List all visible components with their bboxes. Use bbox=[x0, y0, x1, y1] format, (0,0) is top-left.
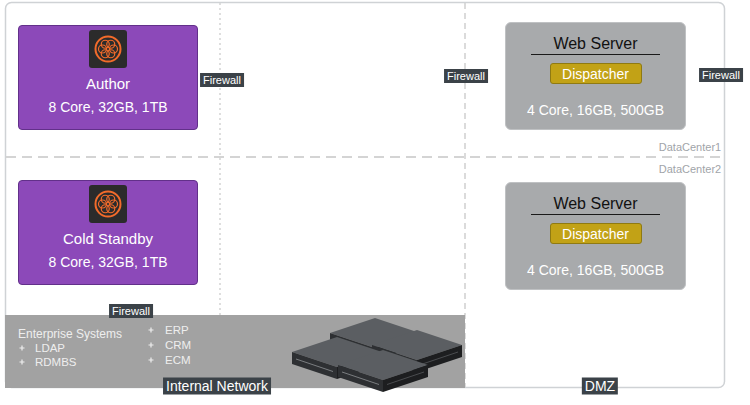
zone-tag: Firewall bbox=[109, 304, 153, 318]
web-server-box: Web Server 4 Core, 16GB, 500GB Dispatcher bbox=[505, 182, 686, 290]
datacenter-divider bbox=[6, 156, 724, 158]
zone-divider bbox=[219, 3, 221, 315]
aem-icon bbox=[89, 185, 127, 223]
aem-instance-box: Cold Standby 8 Core, 32GB, 1TB bbox=[18, 180, 198, 285]
system-text: ECM bbox=[165, 353, 191, 369]
list-bullet bbox=[149, 328, 154, 333]
web-server-box: Web Server 4 Core, 16GB, 500GB Dispatcher bbox=[505, 22, 686, 130]
instance-text: 8 Core, 32GB, 1TB bbox=[48, 98, 167, 116]
icon-tile bbox=[89, 30, 127, 68]
system-text: Enterprise Systems bbox=[18, 326, 122, 342]
list-bullet bbox=[149, 343, 154, 348]
icon-tile bbox=[89, 185, 127, 223]
list-bullet bbox=[149, 358, 154, 363]
zone-tag: Internal Network bbox=[163, 378, 271, 395]
aem-instance-box: Author 8 Core, 32GB, 1TB bbox=[18, 25, 198, 130]
dispatcher-box: Dispatcher bbox=[550, 63, 642, 84]
instance-text: Author bbox=[86, 74, 130, 93]
system-text: LDAP bbox=[35, 341, 65, 357]
outer-frame bbox=[6, 3, 725, 388]
icon-petal bbox=[110, 45, 118, 53]
system-text: ERP bbox=[165, 323, 189, 339]
icon-petal bbox=[99, 45, 107, 53]
icon-petal bbox=[99, 200, 107, 208]
icon-ring bbox=[96, 37, 121, 62]
list-bullet bbox=[20, 346, 25, 351]
icon-petal bbox=[110, 200, 118, 208]
instance-text: 8 Core, 32GB, 1TB bbox=[48, 253, 167, 271]
dispatcher-text: Dispatcher bbox=[562, 65, 629, 83]
server-text: Web Server bbox=[553, 34, 637, 54]
datacenter-label: DataCenter2 bbox=[658, 162, 722, 176]
zone-tag: DMZ bbox=[582, 378, 618, 395]
aem-icon bbox=[89, 30, 127, 68]
title-rule bbox=[531, 54, 660, 55]
dispatcher-text: Dispatcher bbox=[562, 225, 629, 243]
server-illustration bbox=[338, 350, 428, 392]
datacenter-label: DataCenter1 bbox=[658, 140, 722, 154]
zone-tag: Firewall bbox=[699, 68, 743, 82]
system-text: RDMBS bbox=[35, 355, 77, 371]
server-text: 4 Core, 16GB, 500GB bbox=[527, 101, 664, 119]
title-rule bbox=[531, 214, 660, 215]
icon-petal bbox=[101, 205, 109, 213]
icon-ring bbox=[96, 192, 121, 217]
zone-tag: Firewall bbox=[200, 73, 244, 87]
server-text: Web Server bbox=[553, 194, 637, 214]
zone-tag: Firewall bbox=[444, 69, 488, 83]
icon-petal bbox=[107, 40, 115, 48]
icon-petal bbox=[107, 195, 115, 203]
instance-text: Cold Standby bbox=[63, 229, 153, 248]
server-text: 4 Core, 16GB, 500GB bbox=[527, 261, 664, 279]
list-bullet bbox=[20, 360, 25, 365]
system-text: CRM bbox=[165, 338, 191, 354]
dispatcher-box: Dispatcher bbox=[550, 223, 642, 244]
icon-petal bbox=[101, 50, 109, 58]
